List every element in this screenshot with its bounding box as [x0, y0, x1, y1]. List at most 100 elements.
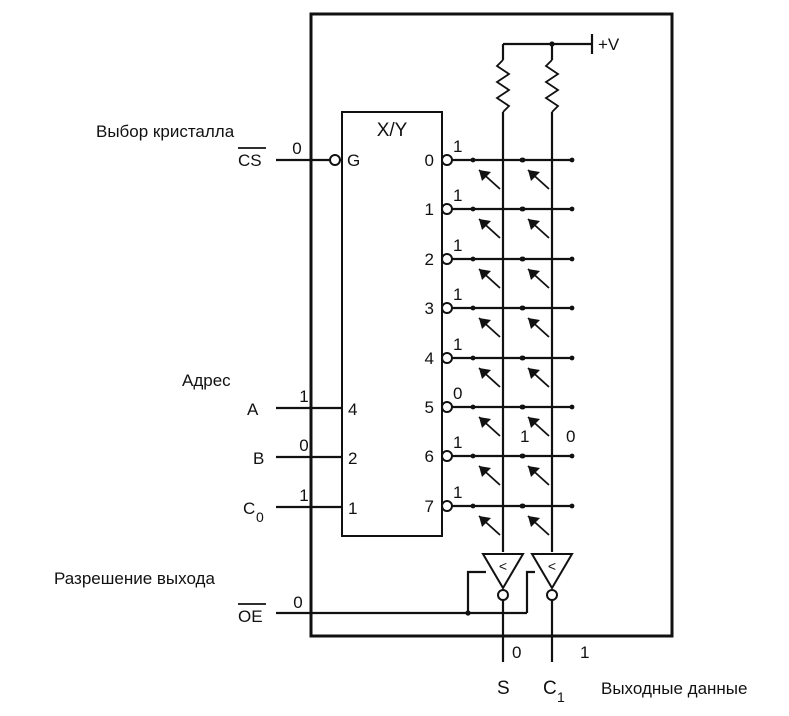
buffer-enable-wire-s [466, 570, 486, 613]
output-inverter-bubble [441, 154, 453, 166]
word-line-junction [470, 355, 476, 361]
cell-transistor-arrow [528, 417, 540, 428]
tristate-buffer-c1 [530, 553, 574, 590]
output-inverter-bubble [441, 450, 453, 462]
address-weight: 2 [348, 449, 357, 468]
output-index: 1 [425, 200, 434, 219]
word-line-junction [470, 206, 476, 212]
cell-transistor-arrow [528, 516, 540, 527]
output-inverter-bubble [441, 253, 453, 265]
address-label: A [247, 400, 259, 419]
word-line-junction [519, 404, 525, 410]
bitline-left-value: 1 [520, 427, 529, 446]
output-index: 3 [425, 299, 434, 318]
output-value: 1 [453, 433, 462, 452]
word-line-junction [519, 453, 525, 459]
output-index: 5 [425, 398, 434, 417]
decoder-output-row: 41 [425, 335, 575, 388]
cell-transistor-arrow [528, 318, 540, 329]
output-index: 7 [425, 497, 434, 516]
output-inverter-bubble [441, 302, 453, 314]
output-index: 2 [425, 250, 434, 269]
output-enable-junction [465, 610, 471, 616]
output-index: 0 [425, 151, 434, 170]
word-line-junction [470, 305, 476, 311]
outputs-title: Выходные данные [601, 679, 747, 698]
cell-transistor-arrow [479, 318, 491, 329]
output-index: 6 [425, 447, 434, 466]
output-c1-label: C [543, 678, 557, 699]
chip-select-value: 0 [292, 139, 301, 158]
output-value: 1 [453, 186, 462, 205]
address-value: 0 [299, 436, 308, 455]
output-buffer-s: < [481, 553, 525, 601]
output-s-label: S [497, 678, 510, 699]
output-value: 0 [453, 384, 462, 403]
buffer-c1-mark: < [548, 558, 556, 574]
buffer-s-mark: < [499, 558, 507, 574]
word-line-junction [519, 355, 525, 361]
decoder-title: X/Y [377, 120, 408, 141]
address-weight: 1 [348, 499, 357, 518]
output-inverter-bubble [441, 500, 453, 512]
word-line-junction [569, 503, 575, 509]
address-label: B [253, 449, 264, 468]
chip-frame [309, 12, 674, 638]
cell-transistor-arrow [479, 269, 491, 280]
cell-transistor-arrow [479, 170, 491, 181]
cell-transistor-arrow [528, 170, 540, 181]
output-value: 1 [453, 236, 462, 255]
output-c1-label-sub: 1 [557, 689, 565, 705]
output-index: 4 [425, 349, 434, 368]
buffer-s-bubble [497, 589, 509, 601]
output-value: 1 [453, 137, 462, 156]
word-line-junction [470, 404, 476, 410]
cell-transistor-arrow [528, 269, 540, 280]
address-value: 1 [299, 486, 308, 505]
cell-transistor-arrow [479, 219, 491, 230]
output-value: 1 [453, 285, 462, 304]
word-line-junction [470, 503, 476, 509]
word-line-junction [569, 157, 575, 163]
decoder-output-row: 71 [425, 483, 575, 536]
cell-transistor-arrow [479, 516, 491, 527]
buffer-c1-bubble [546, 589, 558, 601]
output-value: 1 [453, 483, 462, 502]
cell-transistor-arrow [479, 417, 491, 428]
decoder-output-row: 01 [425, 137, 575, 190]
word-line-junction [470, 453, 476, 459]
address-input-b: B 0 2 [253, 436, 357, 468]
word-line-junction [519, 503, 525, 509]
decoder-output-row: 11 [425, 186, 575, 239]
word-line-junction [519, 256, 525, 262]
output-inverter-bubble [441, 401, 453, 413]
address-value: 1 [299, 387, 308, 406]
pullup-resistor-right [544, 59, 560, 113]
tristate-buffer-s [481, 553, 525, 590]
output-enable-signal: OE [238, 607, 263, 626]
output-inverter-bubble [441, 352, 453, 364]
output-buffer-c1: < [530, 553, 574, 601]
decoder-output-row: 21 [425, 236, 575, 289]
output-c1-value: 1 [580, 643, 589, 662]
word-line-junction [569, 206, 575, 212]
output-inverter-bubble [441, 203, 453, 215]
output-s-value: 0 [512, 643, 521, 662]
word-line-junction [569, 404, 575, 410]
address-label-sub: 0 [256, 509, 264, 525]
address-input-a: A14 [247, 387, 357, 419]
output-value: 1 [453, 335, 462, 354]
cell-transistor-arrow [479, 368, 491, 379]
cell-transistor-arrow [479, 466, 491, 477]
word-line-junction [569, 453, 575, 459]
cell-transistor-arrow [528, 466, 540, 477]
pullup-resistor-left [495, 59, 511, 113]
cell-transistor-arrow [528, 368, 540, 379]
decoder-output-row: 50 [425, 384, 575, 437]
word-line-junction [569, 305, 575, 311]
decoder-output-row: 31 [425, 285, 575, 338]
output-enable-title: Разрешение выхода [54, 569, 215, 588]
